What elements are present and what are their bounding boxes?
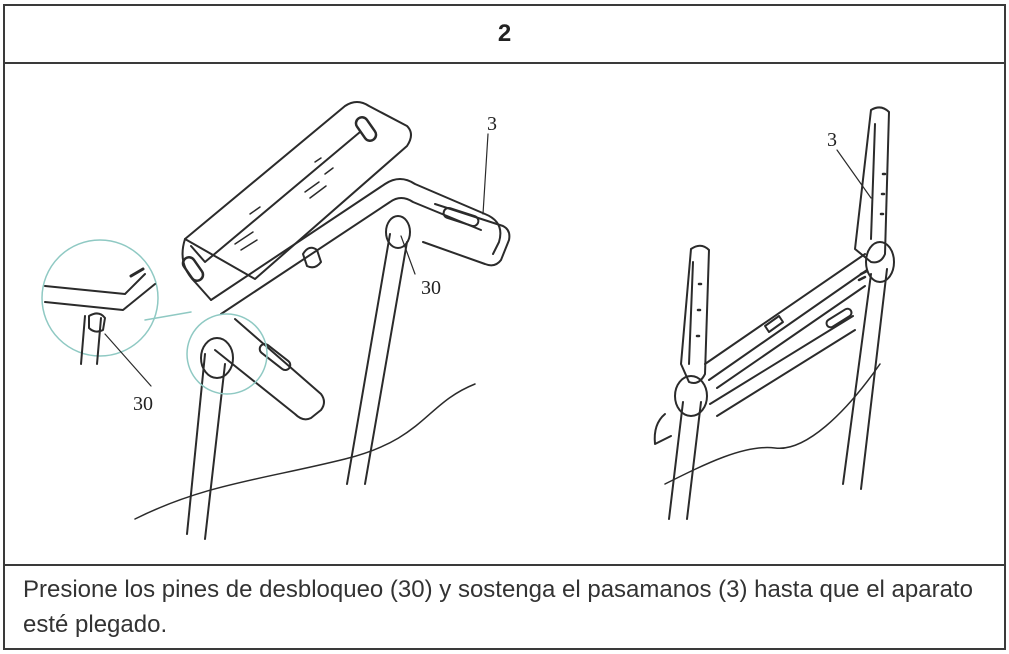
left-assembly	[41, 101, 511, 540]
step-frame: 2	[3, 4, 1006, 650]
right-assembly	[653, 106, 895, 520]
handrail-callout-left: 3	[487, 113, 497, 135]
pin-callout-detail: 30	[133, 393, 153, 415]
handrail-callout-right: 3	[827, 129, 837, 151]
step-number: 2	[497, 20, 512, 47]
step-header: 2	[5, 6, 1004, 64]
pin-callout-main: 30	[421, 277, 441, 299]
step-caption: Presione los pines de desbloqueo (30) y …	[23, 576, 973, 638]
assembly-illustration: 3 30 30 3	[5, 64, 1004, 566]
assembly-drawing: 3 30 30 3	[41, 101, 895, 540]
